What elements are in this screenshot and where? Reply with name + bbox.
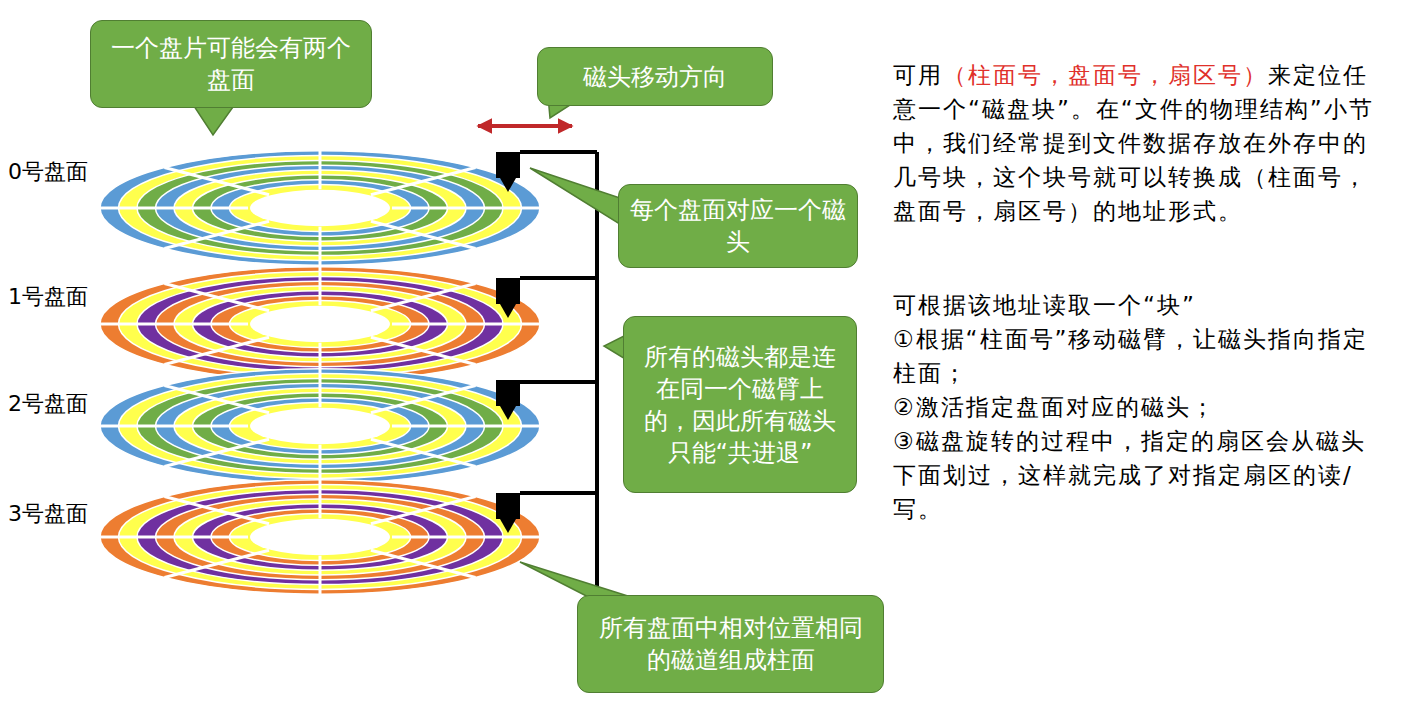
sector-line: [164, 386, 269, 413]
sector-line: [164, 497, 269, 524]
callout-box: 所有的磁头都是连在同一个磁臂上的，因此所有磁头只能“共进退”: [623, 316, 857, 493]
platter-hole: [250, 519, 390, 555]
head: [496, 380, 520, 406]
head: [496, 152, 520, 178]
sector-line: [319, 369, 322, 407]
sector-line: [319, 267, 322, 305]
head-tip: [500, 519, 516, 533]
step-text: 可根据该地址读取一个“块”: [893, 288, 1381, 322]
callout-box: 磁头移动方向: [537, 47, 773, 106]
platter-hole: [250, 190, 390, 226]
platter: [100, 369, 540, 483]
track-band: [100, 369, 540, 483]
platter-hole: [250, 306, 390, 342]
track-band: [100, 151, 540, 265]
sector-line: [392, 323, 540, 326]
description-paragraph: 可用（柱面号，盘面号，扇区号）来定位任意一个“磁盘块”。在“文件的物理结构”小节…: [893, 58, 1381, 228]
head-arm: [520, 152, 597, 590]
sector-line: [371, 221, 476, 248]
sector-line: [319, 480, 322, 518]
sector-line: [164, 337, 269, 364]
sector-line: [319, 445, 322, 483]
head-tip: [500, 406, 516, 420]
platter: [100, 151, 540, 265]
arm-line: [520, 150, 597, 154]
sector-line: [164, 221, 269, 248]
callout-box: 所有盘面中相对位置相同的磁道组成柱面: [577, 595, 884, 693]
move-arrow: [478, 124, 572, 128]
sector-line: [100, 425, 248, 428]
head: [496, 278, 520, 304]
sector-line: [371, 284, 476, 311]
sector-line: [371, 337, 476, 364]
sector-line: [164, 550, 269, 577]
head-tip: [500, 178, 516, 192]
platters: [100, 151, 540, 594]
sector-line: [319, 556, 322, 594]
heads: [496, 152, 520, 533]
description-text: （柱面号，盘面号，扇区号）: [943, 62, 1268, 88]
sector-line: [164, 284, 269, 311]
steps-paragraph: 可根据该地址读取一个“块”①根据“柱面号”移动磁臂，让磁头指向指定柱面；②激活指…: [893, 288, 1381, 526]
step-text: ①根据“柱面号”移动磁臂，让磁头指向指定柱面；: [893, 322, 1381, 390]
step-text: ③磁盘旋转的过程中，指定的扇区会从磁头下面划过，这样就完成了对指定扇区的读/写。: [893, 424, 1381, 526]
sector-line: [100, 323, 248, 326]
callout-text: 磁头移动方向: [573, 55, 737, 99]
callout-text: 所有盘面中相对位置相同的磁道组成柱面: [578, 606, 883, 682]
sector-line: [100, 536, 248, 539]
sector-line: [371, 386, 476, 413]
callout-pointers: [190, 96, 650, 603]
sector-line: [371, 550, 476, 577]
platter: [100, 267, 540, 381]
head: [496, 493, 520, 519]
callout-text: 每个盘面对应一个磁头: [619, 188, 857, 264]
platter-label: 3号盘面: [8, 499, 88, 529]
sector-line: [371, 497, 476, 524]
sector-line: [392, 207, 540, 210]
sector-line: [164, 439, 269, 466]
callout-pointer: [530, 168, 626, 228]
platter-label: 2号盘面: [8, 389, 88, 419]
sector-line: [319, 151, 322, 189]
callout-text: 一个盘片可能会有两个盘面: [91, 26, 371, 102]
sector-line: [392, 536, 540, 539]
track-band: [100, 267, 540, 381]
arm-line: [520, 491, 597, 495]
callout-box: 每个盘面对应一个磁头: [618, 184, 858, 268]
platter-hole: [250, 408, 390, 444]
sector-line: [371, 168, 476, 195]
sector-line: [164, 168, 269, 195]
platter-label: 1号盘面: [8, 282, 88, 312]
track-band: [100, 480, 540, 594]
description-text: 可用: [893, 62, 943, 88]
head-tip: [500, 304, 516, 318]
sector-line: [319, 227, 322, 265]
sector-line: [100, 207, 248, 210]
platter-label: 0号盘面: [8, 157, 88, 187]
sector-line: [392, 425, 540, 428]
callout-box: 一个盘片可能会有两个盘面: [90, 20, 372, 108]
arm-line: [520, 380, 597, 384]
platter: [100, 480, 540, 594]
callout-text: 所有的磁头都是连在同一个磁臂上的，因此所有磁头只能“共进退”: [624, 335, 856, 475]
arm-line: [595, 152, 599, 590]
arm-line: [520, 276, 597, 280]
sector-line: [371, 439, 476, 466]
step-text: ②激活指定盘面对应的磁头；: [893, 390, 1381, 424]
